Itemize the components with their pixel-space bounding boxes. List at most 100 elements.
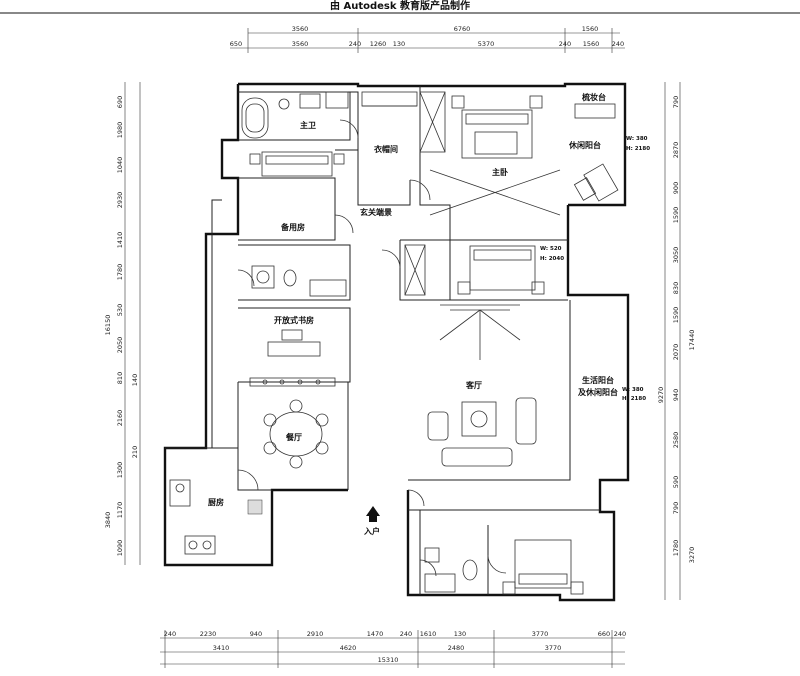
dim-left-7: 2050: [116, 337, 124, 354]
dim-right-10: 590: [672, 476, 680, 488]
dim-top-1-0: 3560: [292, 25, 309, 33]
dim-bottom-1-3: 2910: [307, 630, 324, 638]
dim-left-1: 1980: [116, 122, 124, 139]
dim-bottom-1-4: 1470: [367, 630, 384, 638]
dim-left-extra-1: 140: [131, 374, 139, 386]
dim-top-2-3: 1260: [370, 40, 387, 48]
dim-bottom-1-2: 940: [250, 630, 262, 638]
label-entrance: 入户: [363, 526, 380, 536]
dim-left-3: 2930: [116, 192, 124, 209]
label-master-bath: 主卫: [300, 120, 316, 130]
dim-left-total: 16150: [104, 315, 112, 336]
master-bath-fixtures: [241, 91, 349, 139]
label-guest-room: 备用房: [280, 222, 305, 232]
label-leisure-balcony: 休闲阳台: [568, 140, 601, 150]
dim-bottom-1-9: 660: [598, 630, 610, 638]
dim-right-0: 790: [672, 96, 680, 108]
dim-bottom-1-10: 240: [614, 630, 626, 638]
bottom-dimensions: 240 2230 940 2910 1470 240 1610 130 3770…: [160, 630, 626, 668]
banner-text: 由 Autodesk 教育版产品制作: [330, 0, 470, 12]
dim-bottom-2-1: 4620: [340, 644, 357, 652]
dim-top-2-8: 240: [612, 40, 624, 48]
dim-top-2-0: 650: [230, 40, 242, 48]
study-furniture: [249, 329, 336, 387]
dim-right-11: 790: [672, 502, 680, 514]
dim-left-2: 1040: [116, 157, 124, 174]
secondary-bath-fixtures: [251, 265, 347, 297]
dim-top-1-1: 6760: [454, 25, 471, 33]
interior-walls: [165, 86, 600, 595]
exterior-walls: [163, 82, 630, 602]
dim-top-2-7: 1560: [583, 40, 600, 48]
label-dressing-table: 梳妆台: [581, 92, 606, 102]
dim-right-3: 1590: [672, 207, 680, 224]
dim-left-8: 810: [116, 372, 124, 384]
dim-top-1-2: 1560: [582, 25, 599, 33]
dim-top-2-4: 130: [393, 40, 405, 48]
label-walk-in-closet: 衣帽间: [374, 144, 398, 154]
dim-bottom-2-2: 2480: [448, 644, 465, 652]
dim-right-6: 1590: [672, 307, 680, 324]
dim-right-9: 2580: [672, 432, 680, 449]
dim-left-extra-2: 210: [131, 446, 139, 458]
dim-right-8: 940: [672, 389, 680, 401]
door-swings: [237, 119, 507, 577]
dim-bottom-1-0: 240: [164, 630, 176, 638]
window-notes: W: 380 H: 2180 W: 520 H: 2040 W: 380 H: …: [540, 136, 650, 402]
right-dimensions: 17440 790 2870 900 1590 3050 830 1590 20…: [657, 82, 696, 600]
dim-top-2-5: 5370: [478, 40, 495, 48]
dim-left-10: 1300: [116, 462, 124, 479]
dim-right-1: 2870: [672, 142, 680, 159]
note-living-balcony-h: H: 2180: [622, 396, 646, 402]
third-bedroom-furniture: [424, 539, 584, 595]
master-bedroom-furniture: [429, 95, 561, 216]
label-kitchen: 厨房: [208, 497, 224, 507]
label-living-balcony-2: 及休闲阳台: [578, 387, 618, 397]
dim-left-0: 690: [116, 96, 124, 108]
dim-top-2-1: 3560: [292, 40, 309, 48]
dim-top-2-2: 240: [349, 40, 361, 48]
second-bedroom-furniture: [404, 244, 545, 296]
dim-left-9: 2160: [116, 410, 124, 427]
dim-top-2-6: 240: [559, 40, 571, 48]
dim-bottom-2-0: 3410: [213, 644, 230, 652]
dim-left-6: 530: [116, 304, 124, 316]
dim-right-12: 1780: [672, 540, 680, 557]
dim-right-5: 830: [672, 282, 680, 294]
dim-right-extra-1: 3270: [688, 547, 696, 564]
note-window-w: W: 520: [540, 246, 562, 252]
dim-bottom-1-1: 2230: [200, 630, 217, 638]
top-dimensions: 3560 6760 1560 650 3560 240 1260 130 537…: [230, 25, 625, 53]
dim-bottom-1-8: 3770: [532, 630, 549, 638]
label-living-balcony-1: 生活阳台: [582, 375, 614, 385]
dim-left-4: 1410: [116, 232, 124, 249]
dim-bottom-1-5: 240: [400, 630, 412, 638]
label-master-bedroom: 主卧: [492, 167, 508, 177]
kitchen-fixtures: [169, 479, 263, 555]
note-balcony-h: H: 2180: [626, 146, 650, 152]
dim-bottom-1-6: 1610: [420, 630, 437, 638]
dim-left-5: 1780: [116, 264, 124, 281]
dim-left-12: 1090: [116, 540, 124, 557]
label-entrance-porch: 玄关端景: [360, 207, 392, 217]
living-room-furniture: [427, 304, 537, 467]
dim-right-2: 900: [672, 182, 680, 194]
dim-bottom-total: 15310: [378, 656, 399, 664]
dim-right-total: 17440: [688, 330, 696, 351]
note-balcony-w: W: 380: [626, 136, 648, 142]
dim-bottom-2-3: 3770: [545, 644, 562, 652]
guest-room-furniture: [249, 151, 345, 177]
dim-bottom-1-7: 130: [454, 630, 466, 638]
dim-left-11: 1170: [116, 502, 124, 519]
label-dining: 餐厅: [285, 432, 302, 442]
balcony-furniture: [573, 103, 619, 202]
dim-right-4: 3050: [672, 247, 680, 264]
dim-right-extra-0: 9270: [657, 387, 665, 404]
note-window-h: H: 2040: [540, 256, 564, 262]
dining-furniture: [263, 399, 329, 469]
entrance-arrow-icon: [366, 506, 380, 522]
room-labels: 主卫 衣帽间 主卧 梳妆台 休闲阳台 备用房 玄关端景 开放式书房 客厅 生活阳…: [208, 92, 618, 536]
dim-right-7: 2070: [672, 344, 680, 361]
note-living-balcony-w: W: 380: [622, 387, 644, 393]
